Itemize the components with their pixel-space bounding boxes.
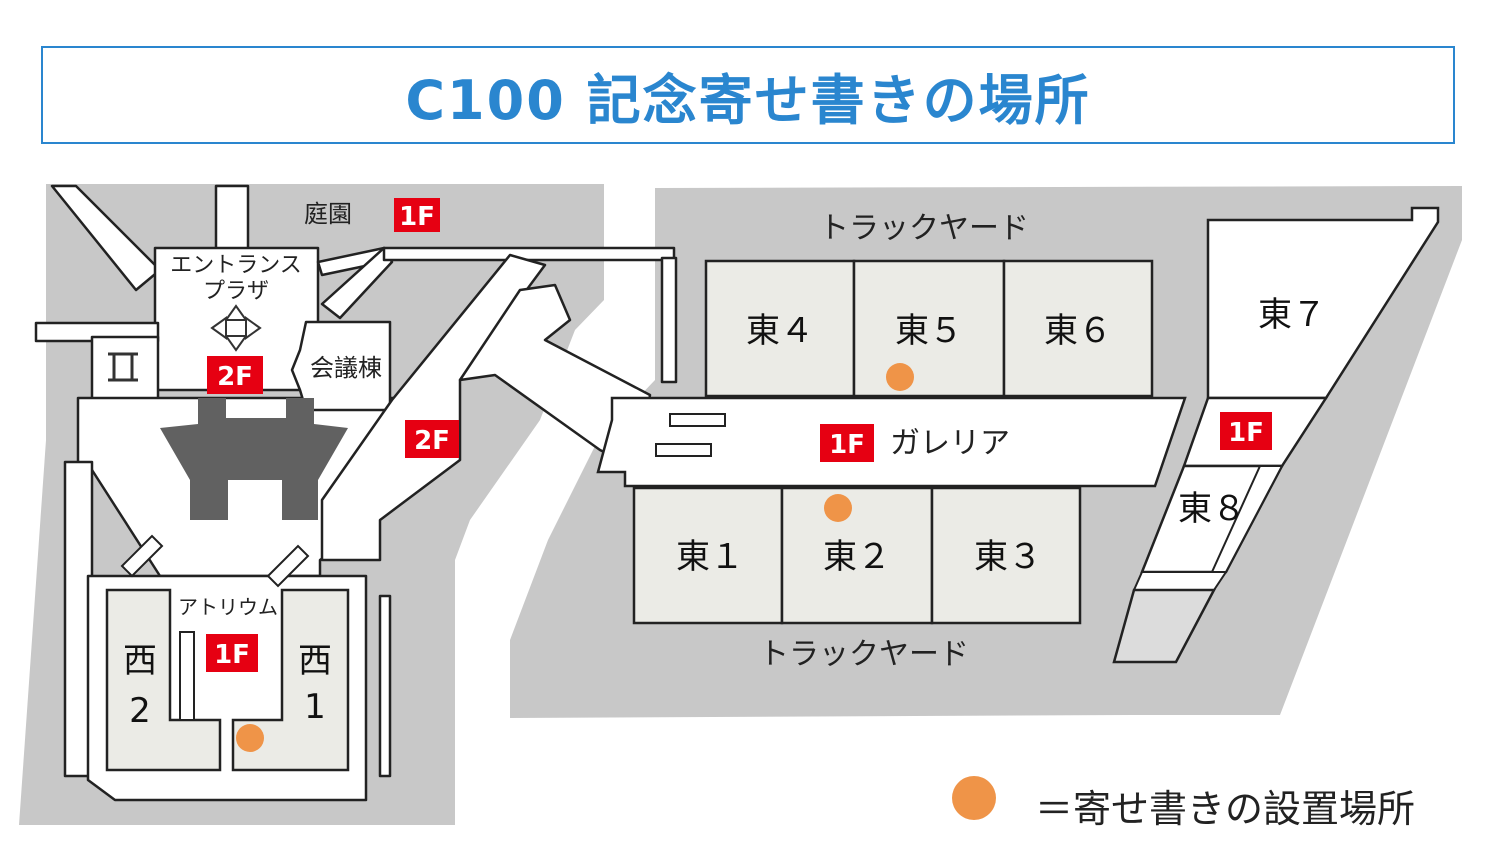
atrium-label: アトリウム (178, 595, 278, 619)
hall-east7-label: 東７ (1258, 295, 1326, 335)
hall-west2-label-2: 2 (129, 691, 151, 731)
hall-east1-label: 東１ (676, 537, 744, 577)
hall-west1-label-2: 1 (304, 687, 326, 727)
hall-west1-label-1: 西 (298, 641, 332, 681)
floor-badge-galleria: 1F (820, 424, 874, 462)
hall-east4-label: 東４ (746, 311, 814, 351)
hall-west2-label-1: 西 (123, 641, 157, 681)
galleria-label: ガレリア (890, 426, 1010, 461)
floor-badge-atrium: 1F (206, 634, 258, 672)
floor-badge-walkway: 2F (405, 420, 459, 458)
hall-east2 (780, 486, 934, 625)
galleria-stairs (655, 413, 726, 457)
svg-text:1F: 1F (214, 640, 250, 670)
svg-text:1F: 1F (399, 202, 435, 232)
hall-east4 (704, 259, 856, 398)
svg-text:1F: 1F (1228, 418, 1264, 448)
track-yard-bottom-label: トラックヤード (759, 637, 969, 672)
plaza-icon (108, 352, 138, 382)
hall-east6 (1002, 259, 1154, 398)
marker-east5 (886, 363, 914, 391)
marker-east2 (824, 494, 852, 522)
marker-west1 (236, 724, 264, 752)
galleria-corridor (596, 396, 1187, 488)
svg-text:1F: 1F (829, 430, 865, 460)
hall-east6-label: 東６ (1044, 311, 1112, 351)
atrium-stairs (120, 534, 310, 721)
hall-east3 (930, 486, 1082, 625)
svg-text:2F: 2F (217, 362, 253, 392)
track-yard-top-label: トラックヤード (819, 211, 1029, 246)
hall-east3-label: 東３ (974, 537, 1042, 577)
hall-east1 (632, 486, 784, 625)
hall-east2-label: 東２ (823, 537, 891, 577)
floor-badge-entrance: 2F (207, 356, 263, 394)
floor-badge-garden: 1F (394, 198, 440, 232)
central-building (160, 398, 348, 520)
east-parking (1112, 588, 1217, 664)
floor-badge-east7: 1F (1220, 412, 1272, 450)
east-bottom-annex (1132, 571, 1228, 591)
garden-label: 庭園 (304, 200, 352, 228)
legend-marker-icon (952, 776, 996, 820)
entrance-plaza-label-2: プラザ (203, 279, 269, 304)
hall-east8-label: 東８ (1178, 489, 1246, 529)
hall-west2 (105, 588, 222, 772)
title-box: C100 記念寄せ書きの場所 (41, 46, 1455, 144)
conference-label: 会議棟 (310, 354, 382, 382)
entrance-arrows-icon (210, 304, 262, 352)
legend-text: ＝寄せ書きの設置場所 (1035, 787, 1416, 831)
hall-west1 (231, 588, 350, 772)
entrance-plaza-label-1: エントランス (170, 253, 302, 278)
page-title: C100 記念寄せ書きの場所 (405, 68, 1091, 132)
svg-text:2F: 2F (414, 426, 450, 456)
hall-east5-label: 東５ (895, 311, 963, 351)
